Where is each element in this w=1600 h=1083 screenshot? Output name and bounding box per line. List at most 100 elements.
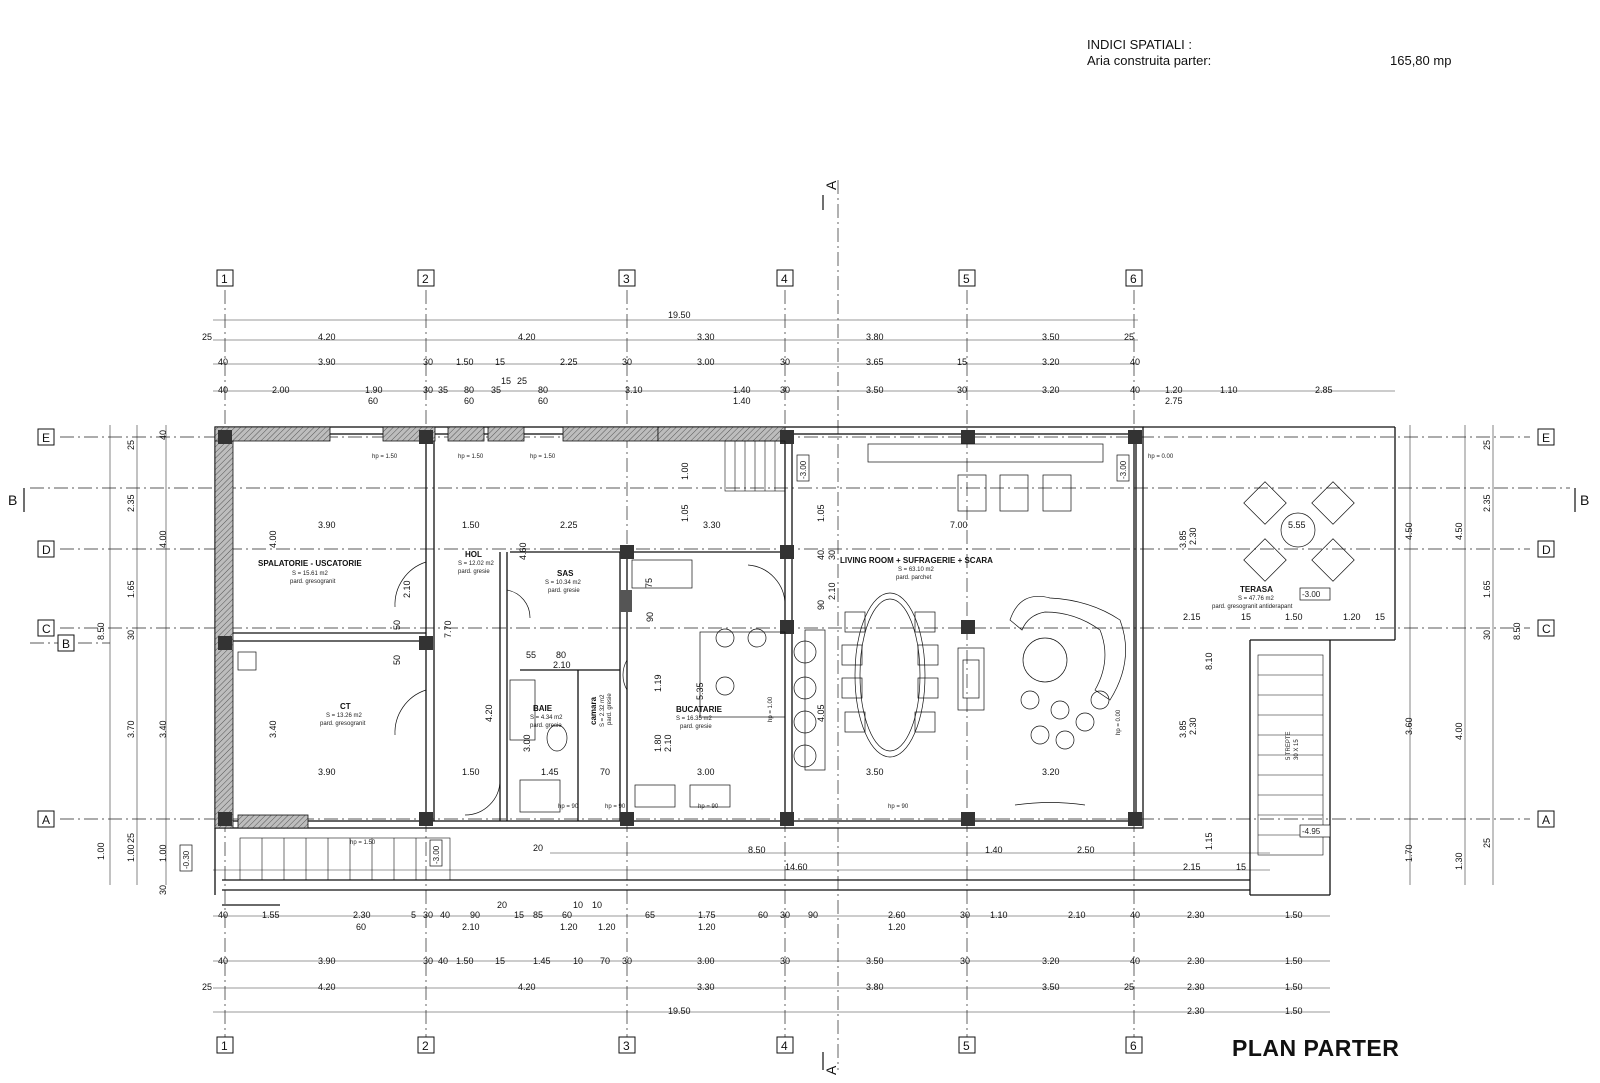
dim-bot-r2: 3.90 — [318, 956, 336, 966]
dim-top-r3: 30 — [780, 357, 790, 367]
dim-bot-r1-sub: 20 — [497, 900, 507, 910]
dim-bot-r1: 30 — [780, 910, 790, 920]
inner-dim: 1.00 — [680, 462, 690, 480]
dim-bot-r3: 25 — [1124, 982, 1134, 992]
room-finish-camara: pard. gresie — [607, 693, 613, 725]
hp-note: hp = 1.50 — [372, 454, 398, 460]
dim-right: 4.50 — [1454, 522, 1464, 540]
dim-bot-r2: 30 — [622, 956, 632, 966]
dim-bot-r1: 2.10 — [1068, 910, 1086, 920]
axis-label-1-top: 1 — [221, 272, 228, 286]
inner-dim: 3.00 — [697, 767, 715, 777]
dim-top-r3: 40 — [218, 357, 228, 367]
inner-dim: 2.30 — [1188, 717, 1198, 735]
dim-bot-r1: 30 — [960, 910, 970, 920]
inner-dim: 50 — [392, 655, 402, 665]
stairs-label: 5 TREPTE — [1286, 731, 1292, 760]
dim-top-r4: 3.10 — [625, 385, 643, 395]
inner-dim: 1.19 — [653, 674, 663, 692]
hp-note: hp = 1.50 — [458, 454, 484, 460]
dim-top-r4: 40 — [218, 385, 228, 395]
dim-top-r2: 25 — [1124, 332, 1134, 342]
hp-note: hp = 90 — [605, 804, 626, 810]
inner-dim: 2.10 — [402, 580, 412, 598]
inner-dim: 30 — [827, 550, 837, 560]
dim-left: 3.70 — [126, 720, 136, 738]
axis-label-c-left: C — [42, 622, 51, 636]
room-name-terasa: TERASA — [1240, 585, 1273, 594]
inner-dim: 1.80 — [653, 734, 663, 752]
dim-right: 2.35 — [1482, 494, 1492, 512]
dim-bot-r1: 85 — [533, 910, 543, 920]
inner-dim: 3.90 — [318, 767, 336, 777]
axis-grid — [30, 180, 1570, 1070]
dim-bot-r1: 1.55 — [262, 910, 280, 920]
inner-dim: 1.45 — [541, 767, 559, 777]
room-name-spalatorie: SPALATORIE - USCATORIE — [258, 559, 362, 568]
dim-top-r2: 3.50 — [1042, 332, 1060, 342]
inner-dim: 3.00 — [522, 734, 532, 752]
dim-bot-r2: 40 — [218, 956, 228, 966]
inner-dim: 90 — [816, 600, 826, 610]
dim-bot-r1: 40 — [1130, 910, 1140, 920]
axis-label-5-top: 5 — [963, 272, 970, 286]
room-finish-hol: pard. gresie — [458, 569, 490, 575]
dim-top-r4: 1.10 — [1220, 385, 1238, 395]
stairs — [239, 440, 1324, 881]
dim-bot-r2: 15 — [495, 956, 505, 966]
room-name-baie: BAIE — [533, 704, 553, 713]
inner-dim: 3.20 — [1042, 767, 1060, 777]
dim-top-r4-sub: 1.40 — [733, 396, 751, 406]
axis-label-4-bottom: 4 — [781, 1039, 788, 1053]
dim-bot-r2: 1.45 — [533, 956, 551, 966]
dim-bot-r2: 30 — [423, 956, 433, 966]
room-area-camara: S = 2.32 m2 — [600, 694, 606, 727]
axis-bubbles-top — [37, 269, 1555, 1054]
axis-label-6-top: 6 — [1130, 272, 1137, 286]
dim-bot-r2: 3.50 — [866, 956, 884, 966]
dim-top-r4: 30 — [780, 385, 790, 395]
dim-right: 1.65 — [1482, 580, 1492, 598]
axis-label-e-right: E — [1542, 431, 1550, 445]
inner-dim: 2.30 — [1188, 527, 1198, 545]
dim-bot-r3: 3.30 — [697, 982, 715, 992]
dim-bot-r2: 30 — [780, 956, 790, 966]
inner-dim: 1.20 — [1343, 612, 1361, 622]
dim-total-bottom: 19.50 — [668, 1006, 691, 1016]
room-name-ct: CT — [340, 702, 351, 711]
dim-bot-r3: 3.80 — [866, 982, 884, 992]
room-finish-terasa: pard. gresogranit antiderapant — [1212, 604, 1293, 610]
dim-bot-r1: 90 — [808, 910, 818, 920]
dim-top-r4: 1.20 — [1165, 385, 1183, 395]
dim-top-r4-sub: 60 — [464, 396, 474, 406]
dim-top-r4-sub: 60 — [538, 396, 548, 406]
axis-label-a-right: A — [1542, 813, 1550, 827]
dim-left: 8.50 — [96, 622, 106, 640]
dim-bot-r1: 15 — [514, 910, 524, 920]
room-name-hol: HOL — [465, 550, 482, 559]
dim-right: 30 — [1482, 630, 1492, 640]
inner-dim: 1.50 — [462, 520, 480, 530]
inner-dim: 1.50 — [1285, 612, 1303, 622]
dim-bot-r2: 3.00 — [697, 956, 715, 966]
inner-dim: 2.10 — [553, 660, 571, 670]
dim-bot-mid: 8.50 — [748, 845, 766, 855]
dim-bot-r2: 2.30 — [1187, 956, 1205, 966]
room-finish-living: pard. parchet — [896, 575, 932, 581]
dim-bot-r2: 3.20 — [1042, 956, 1060, 966]
area-value: 165,80 mp — [1390, 53, 1452, 68]
dim-bot-r1-sub: 1.20 — [698, 922, 716, 932]
dim-top-r4: 1.40 — [733, 385, 751, 395]
dim-top-r3: 2.25 — [560, 357, 578, 367]
dim-bot-r1: 65 — [645, 910, 655, 920]
dim-top-r4: 3.20 — [1042, 385, 1060, 395]
dim-top-r3: 1.50 — [456, 357, 474, 367]
dim-bot-r1-sub: 60 — [356, 922, 366, 932]
inner-dim: 3.40 — [268, 720, 278, 738]
inner-dim: 80 — [556, 650, 566, 660]
level-mark: -3.00 — [1119, 460, 1128, 479]
room-name-bucatarie: BUCATARIE — [676, 705, 723, 714]
dim-bot-r1-sub: 1.20 — [598, 922, 616, 932]
level-mark: -3.00 — [432, 845, 441, 864]
